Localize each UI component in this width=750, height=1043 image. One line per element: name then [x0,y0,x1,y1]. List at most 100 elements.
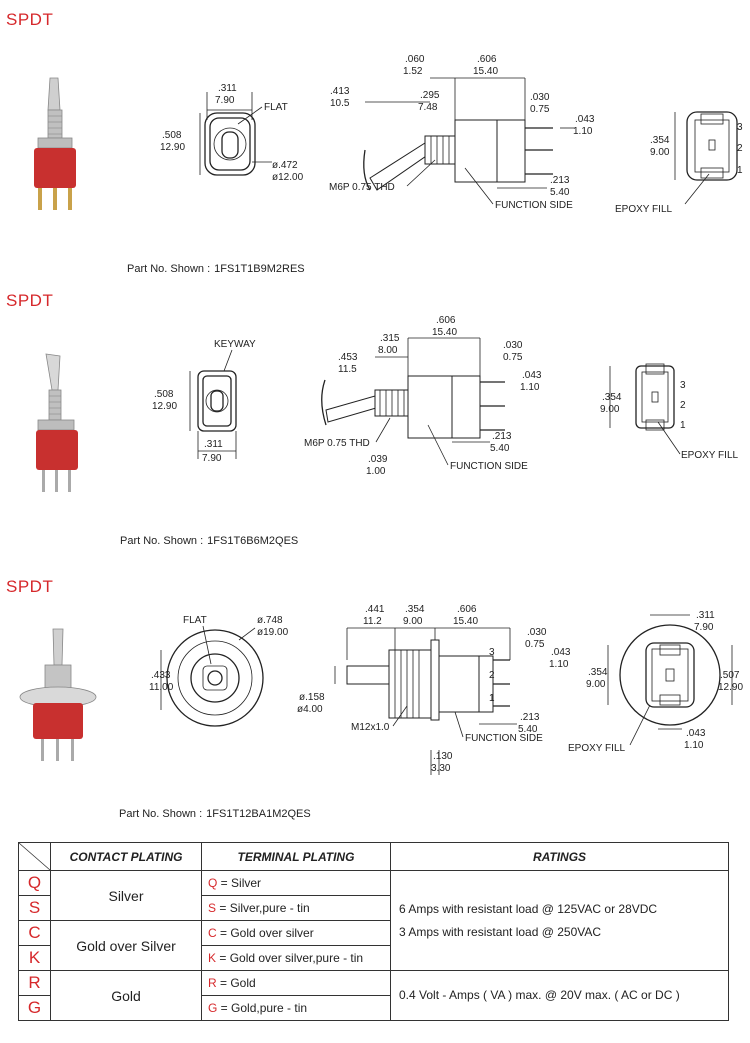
section-2-heading: SPDT [6,291,54,310]
side3-c-mm: 15.40 [453,616,478,627]
front2-h-in: .508 [154,389,174,400]
front1-h-in: .508 [162,130,182,141]
front2-w-mm: 7.90 [202,453,222,464]
side2-g-in: .213 [492,431,512,442]
ratings-cell: 6 Amps with resistant load @ 125VAC or 2… [390,870,729,971]
front-view-2: KEYWAY .508 12.90 .311 7.90 [152,339,256,464]
bottom2-h-mm: 9.00 [600,404,620,415]
code-cell: Q [18,870,51,896]
terminal-plating-cell: G = Gold,pure - tin [201,995,391,1021]
side3-a-mm: 11.2 [363,616,382,627]
part-no-1: Part No. Shown :1FS1T1B9M2RES [127,263,305,275]
terminal-plating-cell: C = Gold over silver [201,920,391,946]
side3-g-in: .213 [520,712,540,723]
side3-f-mm: 1.10 [549,659,569,670]
table-row: R Gold R = Gold 0.4 Volt - Amps ( VA ) m… [18,970,729,1021]
switch-photo-1 [34,77,76,210]
bottom2-pin-1: 1 [680,420,686,431]
bottom1-h-in: .354 [650,135,670,146]
side1-d-in: .295 [420,90,440,101]
bottom1-pin-1: 1 [737,165,743,176]
side1-b-in: .606 [477,54,497,65]
bottom3-w-mm: 7.90 [694,622,714,633]
code-cell: G [18,995,51,1021]
side2-j-mm: 1.00 [366,466,386,477]
terminal-plating-cell: S = Silver,pure - tin [201,895,391,921]
side-view-1: .060 1.52 .606 15.40 .413 10.5 .295 7.48… [329,54,595,211]
side3-function-side: FUNCTION SIDE [465,733,543,744]
section-3-heading: SPDT [6,577,54,596]
bottom2-h-in: .354 [602,392,622,403]
table-row: Q Silver Q = Silver 6 Amps with resistan… [18,870,729,971]
section-1-heading: SPDT [6,10,54,29]
bottom1-pin-3: 3 [737,122,743,133]
front-view-1: .311 7.90 .508 12.90 FLAT ø.472 ø12.00 [160,83,304,183]
front3-dia-in: ø.748 [257,615,283,626]
side2-e-in: .030 [503,340,523,351]
bottom3-f-mm: 1.10 [684,740,704,751]
side1-g-mm: 5.40 [550,187,570,198]
terminal-plating-cell: Q = Silver [201,870,391,896]
front3-flat: FLAT [183,615,207,626]
side3-b-mm: 9.00 [403,616,423,627]
rating-line: 3 Amps with resistant load @ 250VAC [399,924,602,939]
side3-f-in: .043 [551,647,571,658]
side3-c-in: .606 [457,604,477,615]
switch-photo-3 [19,628,97,761]
side2-f-in: .043 [522,370,542,381]
contact-plating-cell: Gold over Silver [50,920,202,971]
side1-d-mm: 7.48 [418,102,438,113]
side3-e-mm: 0.75 [525,639,545,650]
side1-thread: M6P 0.75 THD [329,182,395,193]
table-row: K K = Gold over silver,pure - tin [18,945,729,971]
side-view-3: .441 11.2 .354 9.00 .606 15.40 3 2 1 .03… [297,604,571,775]
code-cell: S [18,895,51,921]
front-view-3: FLAT ø.748 ø19.00 .433 11.00 [149,615,289,727]
side3-pin-3: 3 [489,647,495,658]
header-ratings: RATINGS [390,842,729,871]
side3-e-in: .030 [527,627,547,638]
side2-b-in: .606 [436,315,456,326]
part-no-3: Part No. Shown :1FS1T12BA1M2QES [119,808,311,820]
side2-g-mm: 5.40 [490,443,510,454]
code-cell: R [18,970,51,996]
bottom3-h2-mm: 12.90 [718,682,743,693]
side2-thread: M6P 0.75 THD [304,438,370,449]
side2-a-mm: 8.00 [378,345,398,356]
front1-w-in: .311 [218,83,237,94]
front3-dia-mm: ø19.00 [257,627,289,638]
table-row: C Gold over Silver C = Gold over silver [18,920,729,971]
bottom3-h2-in: .507 [720,670,740,681]
contact-plating-cell: Gold [50,970,202,1021]
side1-a-in: .060 [405,54,425,65]
bottom1-pin-2: 2 [737,143,743,154]
bottom3-f-in: .043 [686,728,706,739]
side2-a-in: .315 [380,333,400,344]
bottom-view-1: .354 9.00 3 2 1 EPOXY FILL [615,111,743,215]
front2-h-mm: 12.90 [152,401,177,412]
side3-pin-1: 1 [489,693,495,704]
bottom3-h-in: .354 [588,667,608,678]
front1-w-mm: 7.90 [215,95,235,106]
bottom-view-3: .311 7.90 .354 9.00 .507 12.90 EPOXY FIL… [568,610,743,754]
front1-dia-mm: ø12.00 [272,172,304,183]
side3-d-mm: ø4.00 [297,704,323,715]
side1-function-side: FUNCTION SIDE [495,200,573,211]
contact-plating-cell: Silver [50,870,202,921]
code-cell: C [18,920,51,946]
table-row: G G = Gold,pure - tin [18,995,729,1021]
side1-a-mm: 1.52 [403,66,423,77]
side1-f-in: .043 [575,114,595,125]
side3-a-in: .441 [365,604,385,615]
side3-d-in: ø.158 [299,692,325,703]
front3-h-mm: 11.00 [149,682,174,693]
side-view-2: .315 8.00 .606 15.40 .453 11.5 .030 0.75… [304,315,542,477]
side1-g-in: .213 [550,175,570,186]
bottom2-pin-2: 2 [680,400,686,411]
side2-c-mm: 11.5 [338,364,357,375]
rating-line: 6 Amps with resistant load @ 125VAC or 2… [399,901,658,916]
side1-c-mm: 10.5 [330,98,350,109]
plating-ratings-table: CONTACT PLATING TERMINAL PLATING RATINGS… [18,842,729,1021]
bottom3-epoxy: EPOXY FILL [568,743,626,754]
side1-c-in: .413 [330,86,350,97]
